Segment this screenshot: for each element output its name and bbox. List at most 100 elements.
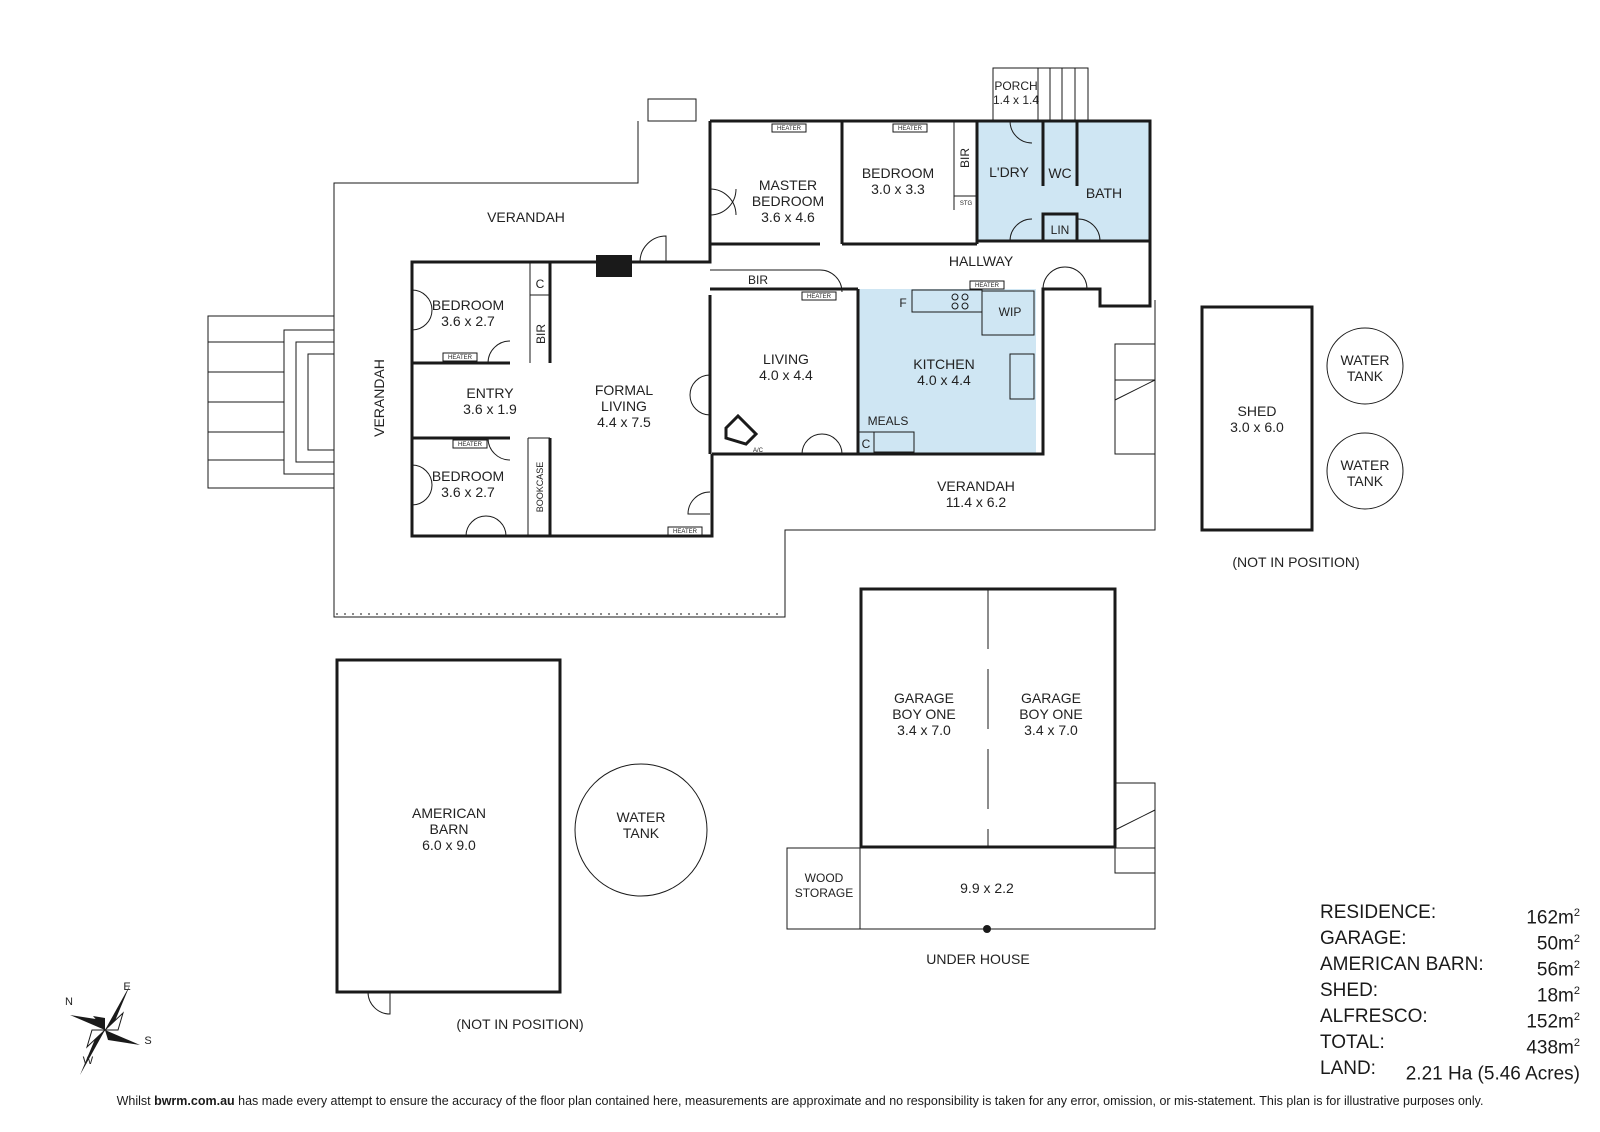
verandah-bottom-dims: 11.4 x 6.2 [946, 494, 1007, 510]
door-formal-living-north[interactable] [639, 235, 667, 263]
area-value-text: 18m [1536, 985, 1574, 1007]
area-unit-sup: 2 [1573, 1037, 1580, 1049]
north-steps [647, 98, 697, 122]
bedroom-top-label: BEDROOM [862, 165, 934, 181]
water-tank-1 [1326, 327, 1404, 405]
door-bedroom-bottom[interactable] [465, 515, 507, 537]
barn-note: (NOT IN POSITION) [456, 1016, 583, 1032]
ac-label: A/C [753, 448, 764, 454]
entry-dims: 3.6 x 1.9 [463, 401, 517, 417]
water-tank-1-line1: WATER [1341, 352, 1390, 368]
bir-mid-label: BIR [748, 273, 768, 287]
compass-s: S [144, 1035, 151, 1047]
door-bath[interactable] [1077, 218, 1101, 242]
house-walls-main [710, 119, 1152, 456]
wood-storage-line1: WOOD [805, 871, 844, 885]
area-value: 50m2 [1537, 926, 1580, 954]
area-value: 18m2 [1536, 978, 1580, 1007]
under-house-area: 9.9 x 2.2 [960, 880, 1014, 896]
compass-w: W [83, 1055, 94, 1067]
verandah-bottom-label: VERANDAH [937, 478, 1015, 494]
american-barn-line2: BARN [430, 821, 469, 837]
door-hall[interactable] [819, 269, 843, 293]
door-formal-living-south[interactable] [687, 491, 711, 515]
garage-left-dims: 3.4 x 7.0 [897, 722, 951, 738]
water-tank-2-line1: WATER [1341, 457, 1390, 473]
under-house-label: UNDER HOUSE [926, 951, 1029, 967]
compass-e: E [123, 981, 130, 993]
garage-left-line2: BOY ONE [892, 706, 956, 722]
meals-label: MEALS [868, 414, 909, 428]
barn-door[interactable] [367, 991, 391, 1015]
garage-right-line2: BOY ONE [1019, 706, 1083, 722]
area-value-text: 56m [1536, 959, 1574, 981]
door-bedroom-top-bir[interactable] [487, 340, 511, 364]
area-unit-sup: 2 [1573, 907, 1580, 919]
hallway-label: HALLWAY [949, 253, 1014, 269]
area-label: AMERICAN BARN: [1320, 954, 1484, 975]
area-value: 2.21 Ha (5.46 Acres) [1406, 1056, 1580, 1084]
bookcase-label: BOOKCASE [535, 462, 545, 513]
disclaimer-prefix: Whilst [116, 1094, 155, 1108]
water-tank-2-line2: TANK [1347, 473, 1384, 489]
disclaimer: Whilst bwrm.com.au has made every attemp… [0, 1094, 1600, 1108]
wood-storage-line2: STORAGE [795, 886, 853, 900]
area-unit-sup: 2 [1573, 959, 1580, 971]
area-row: TOTAL:438m2 [1320, 1030, 1580, 1058]
area-row: RESIDENCE: 162m2 [1320, 900, 1580, 929]
porch-label: PORCH [994, 79, 1037, 93]
master-bedroom-dims: 3.6 x 4.6 [761, 209, 815, 225]
shed-outline [1200, 305, 1314, 532]
door-living-south[interactable] [801, 433, 843, 455]
under-house-dot [983, 925, 991, 933]
barn-outline [335, 658, 562, 994]
heater-label: HEATER [673, 529, 698, 535]
door-laundry-south[interactable] [1009, 218, 1033, 242]
formal-living-line2: LIVING [601, 398, 647, 414]
water-tank-2 [1326, 432, 1404, 510]
area-row: ALFRESCO:152m2 [1320, 1004, 1580, 1032]
compass-rose [70, 985, 140, 1075]
area-row: SHED:18m2 [1320, 978, 1580, 1007]
door-hallway-east[interactable] [1042, 266, 1088, 290]
area-label: RESIDENCE: [1320, 902, 1437, 923]
kitchen-dims: 4.0 x 4.4 [917, 372, 971, 388]
door-laundry[interactable] [1009, 120, 1033, 144]
area-row: AMERICAN BARN: 56m2 [1320, 952, 1580, 981]
bir-left-label: BIR [534, 324, 548, 344]
area-value-text: 162m [1526, 907, 1574, 929]
area-label: ALFRESCO: [1320, 1006, 1428, 1027]
porch-dims: 1.4 x 1.4 [993, 93, 1039, 107]
lin-label: LIN [1051, 223, 1070, 237]
garage-right-dims: 3.4 x 7.0 [1024, 722, 1078, 738]
linen-cupboard [1041, 212, 1079, 243]
area-unit-sup: 2 [1573, 933, 1580, 945]
formal-living-dims: 4.4 x 7.5 [597, 414, 651, 430]
bedroom-left-top-dims: 3.6 x 2.7 [441, 313, 495, 329]
heater-label: HEATER [898, 126, 923, 132]
door-living-west[interactable] [689, 374, 711, 416]
heater-label: HEATER [448, 355, 473, 361]
laundry-fill [977, 121, 1150, 241]
door-master[interactable] [709, 188, 737, 216]
living-label: LIVING [763, 351, 809, 367]
compass-n: N [65, 996, 73, 1008]
verandah-outline [333, 121, 1156, 618]
wip-box [981, 290, 1035, 336]
american-barn-line1: AMERICAN [412, 805, 486, 821]
kitchen-bench [873, 289, 1035, 453]
area-label: LAND: [1320, 1058, 1376, 1079]
master-bedroom-line1: MASTER [759, 177, 817, 193]
water-tank-3-line1: WATER [617, 809, 666, 825]
door-bedroom-bottom-entry[interactable] [487, 437, 511, 461]
shed-label: SHED [1238, 403, 1277, 419]
door-bedroom-top-left[interactable] [411, 289, 433, 331]
laundry-label: L'DRY [989, 164, 1029, 180]
living-dims: 4.0 x 4.4 [759, 367, 813, 383]
disclaimer-site: bwrm.com.au [154, 1094, 235, 1108]
fireplace [596, 255, 632, 277]
house-walls-west [410, 121, 714, 538]
door-bedroom-bottom-left[interactable] [411, 464, 433, 506]
water-tank-3 [574, 763, 708, 897]
